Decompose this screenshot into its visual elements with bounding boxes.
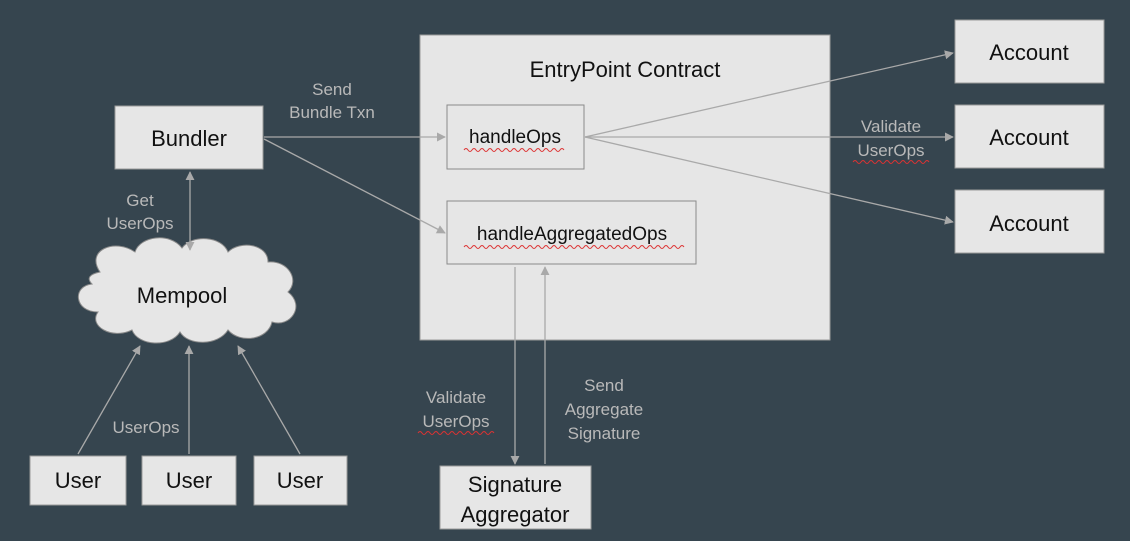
edge-label-send-signature-line3: Signature	[568, 424, 641, 443]
handle-ops-box	[446, 104, 585, 170]
mempool-label: Mempool	[137, 283, 227, 308]
edge-label-validate-accounts-line1: Validate	[861, 117, 921, 136]
bundler-label: Bundler	[151, 126, 227, 151]
entrypoint-contract-box	[419, 34, 831, 341]
signature-aggregator-label-line1: Signature	[468, 472, 562, 497]
signature-aggregator-box	[439, 465, 592, 530]
user-label-1: User	[55, 468, 101, 493]
mempool-cloud	[77, 237, 297, 344]
edge-label-send-signature-line2: Aggregate	[565, 400, 643, 419]
spellcheck-underline	[463, 148, 565, 152]
entrypoint-contract-label: EntryPoint Contract	[530, 57, 721, 82]
arrow-handleops-to-account-3	[584, 136, 954, 225]
account-box-1	[954, 19, 1105, 84]
spellcheck-underline	[852, 160, 930, 164]
account-label-2: Account	[989, 125, 1069, 150]
edge-label-userops: UserOps	[112, 418, 179, 437]
signature-aggregator-label-line2: Aggregator	[461, 502, 570, 527]
edge-label-get-userops-line1: Get	[126, 191, 154, 210]
account-box-3	[954, 189, 1105, 254]
handle-aggregated-ops-box	[446, 200, 697, 265]
edge-label-send-bundle-line1: Send	[312, 80, 352, 99]
user-box-3	[253, 455, 348, 506]
handle-aggregated-ops-label: handleAggregatedOps	[477, 224, 667, 245]
edge-label-send-bundle-line2: Bundle Txn	[289, 103, 375, 122]
account-box-2	[954, 104, 1105, 169]
user-box-2	[141, 455, 237, 506]
handle-ops-label: handleOps	[469, 127, 561, 148]
spellcheck-underline	[417, 431, 495, 435]
edge-label-validate-aggregator-line1: Validate	[426, 388, 486, 407]
bundler-box	[114, 105, 264, 170]
edge-label-validate-accounts-line2: UserOps	[857, 141, 924, 160]
account-label-1: Account	[989, 40, 1069, 65]
user-label-2: User	[166, 468, 212, 493]
edge-label-send-signature-line1: Send	[584, 376, 624, 395]
arrow-user3-to-mempool	[237, 345, 301, 455]
arrow-user1-to-mempool	[77, 345, 141, 455]
user-box-1	[29, 455, 127, 506]
spellcheck-underline	[463, 245, 685, 249]
edge-label-get-userops-line2: UserOps	[106, 214, 173, 233]
user-label-3: User	[277, 468, 323, 493]
account-label-3: Account	[989, 211, 1069, 236]
arrow-bundler-to-handleaggregatedops	[263, 138, 446, 234]
arrow-handleops-to-account-1	[584, 50, 954, 138]
edge-label-validate-aggregator-line2: UserOps	[422, 412, 489, 431]
